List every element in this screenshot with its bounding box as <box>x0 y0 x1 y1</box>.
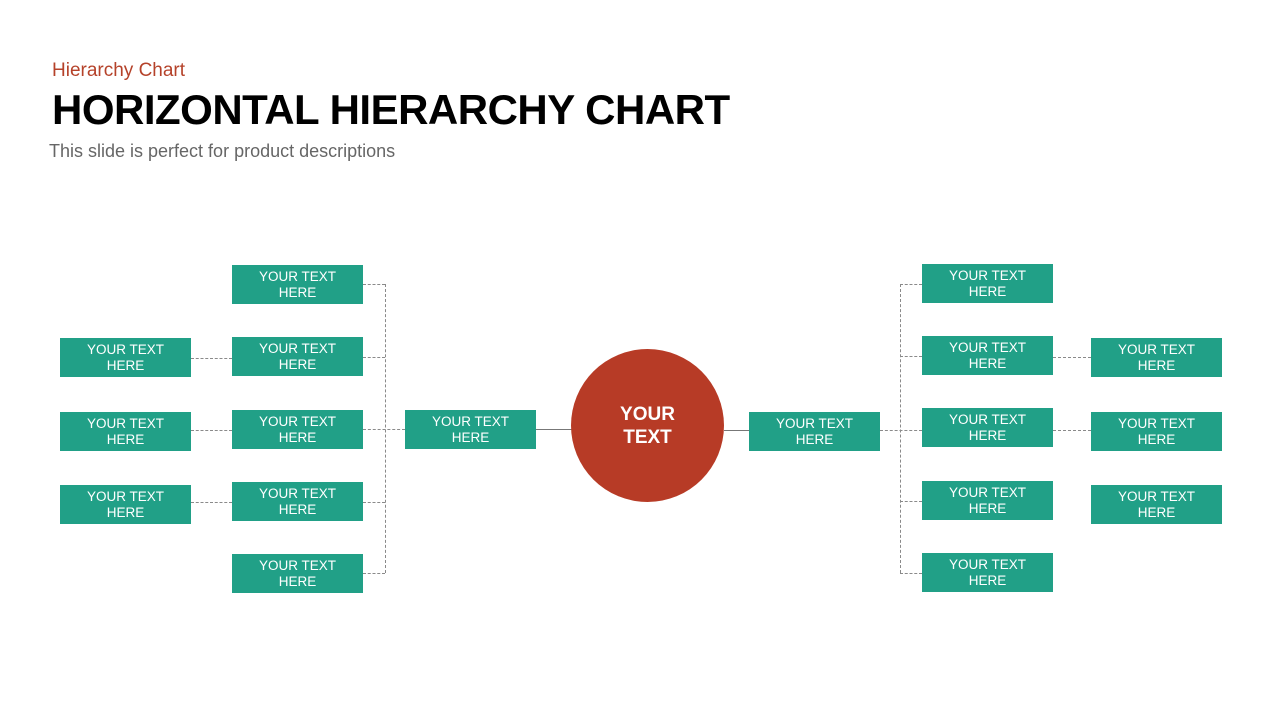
connector-left-l2-0 <box>363 284 385 285</box>
left-level2-node[interactable]: YOUR TEXT HERE <box>232 265 363 304</box>
slide-title: HORIZONTAL HIERARCHY CHART <box>52 86 730 133</box>
slide-description: This slide is perfect for product descri… <box>49 141 396 161</box>
connector-center-right <box>724 430 749 431</box>
right-level2-node[interactable]: YOUR TEXT HERE <box>922 481 1053 520</box>
right-level3-node[interactable]: YOUR TEXT HERE <box>1091 485 1222 524</box>
connector-left-vertical <box>385 284 386 573</box>
left-level3-node[interactable]: YOUR TEXT HERE <box>60 412 191 451</box>
connector-right-l2-4 <box>900 573 922 574</box>
left-level1-node[interactable]: YOUR TEXT HERE <box>405 410 536 449</box>
center-node[interactable]: YOUR TEXT <box>571 349 724 502</box>
connector-right-l2-1 <box>900 356 922 357</box>
right-level2-node[interactable]: YOUR TEXT HERE <box>922 553 1053 592</box>
right-level3-node[interactable]: YOUR TEXT HERE <box>1091 338 1222 377</box>
connector-left-l3-1 <box>191 430 232 431</box>
left-level2-node[interactable]: YOUR TEXT HERE <box>232 337 363 376</box>
connector-right-l2-0 <box>900 284 922 285</box>
connector-left-l3-2 <box>191 502 232 503</box>
connector-right-l1-trunk <box>880 430 922 431</box>
connector-left-l2-4 <box>363 573 385 574</box>
left-level3-node[interactable]: YOUR TEXT HERE <box>60 338 191 377</box>
connector-right-vertical <box>900 284 901 573</box>
connector-left-l2-1 <box>363 357 385 358</box>
left-level2-node[interactable]: YOUR TEXT HERE <box>232 554 363 593</box>
right-level2-node[interactable]: YOUR TEXT HERE <box>922 264 1053 303</box>
connector-left-l3-0 <box>191 358 232 359</box>
connector-right-l3-0 <box>1053 357 1091 358</box>
left-level3-node[interactable]: YOUR TEXT HERE <box>60 485 191 524</box>
slide-category: Hierarchy Chart <box>52 60 186 81</box>
right-level1-node[interactable]: YOUR TEXT HERE <box>749 412 880 451</box>
connector-left-l1-trunk <box>363 429 405 430</box>
connector-center-left <box>536 429 572 430</box>
left-level2-node[interactable]: YOUR TEXT HERE <box>232 482 363 521</box>
connector-right-l3-1 <box>1053 430 1091 431</box>
right-level2-node[interactable]: YOUR TEXT HERE <box>922 408 1053 447</box>
right-level2-node[interactable]: YOUR TEXT HERE <box>922 336 1053 375</box>
connector-left-l2-3 <box>363 502 385 503</box>
connector-right-l2-3 <box>900 501 922 502</box>
right-level3-node[interactable]: YOUR TEXT HERE <box>1091 412 1222 451</box>
left-level2-node[interactable]: YOUR TEXT HERE <box>232 410 363 449</box>
